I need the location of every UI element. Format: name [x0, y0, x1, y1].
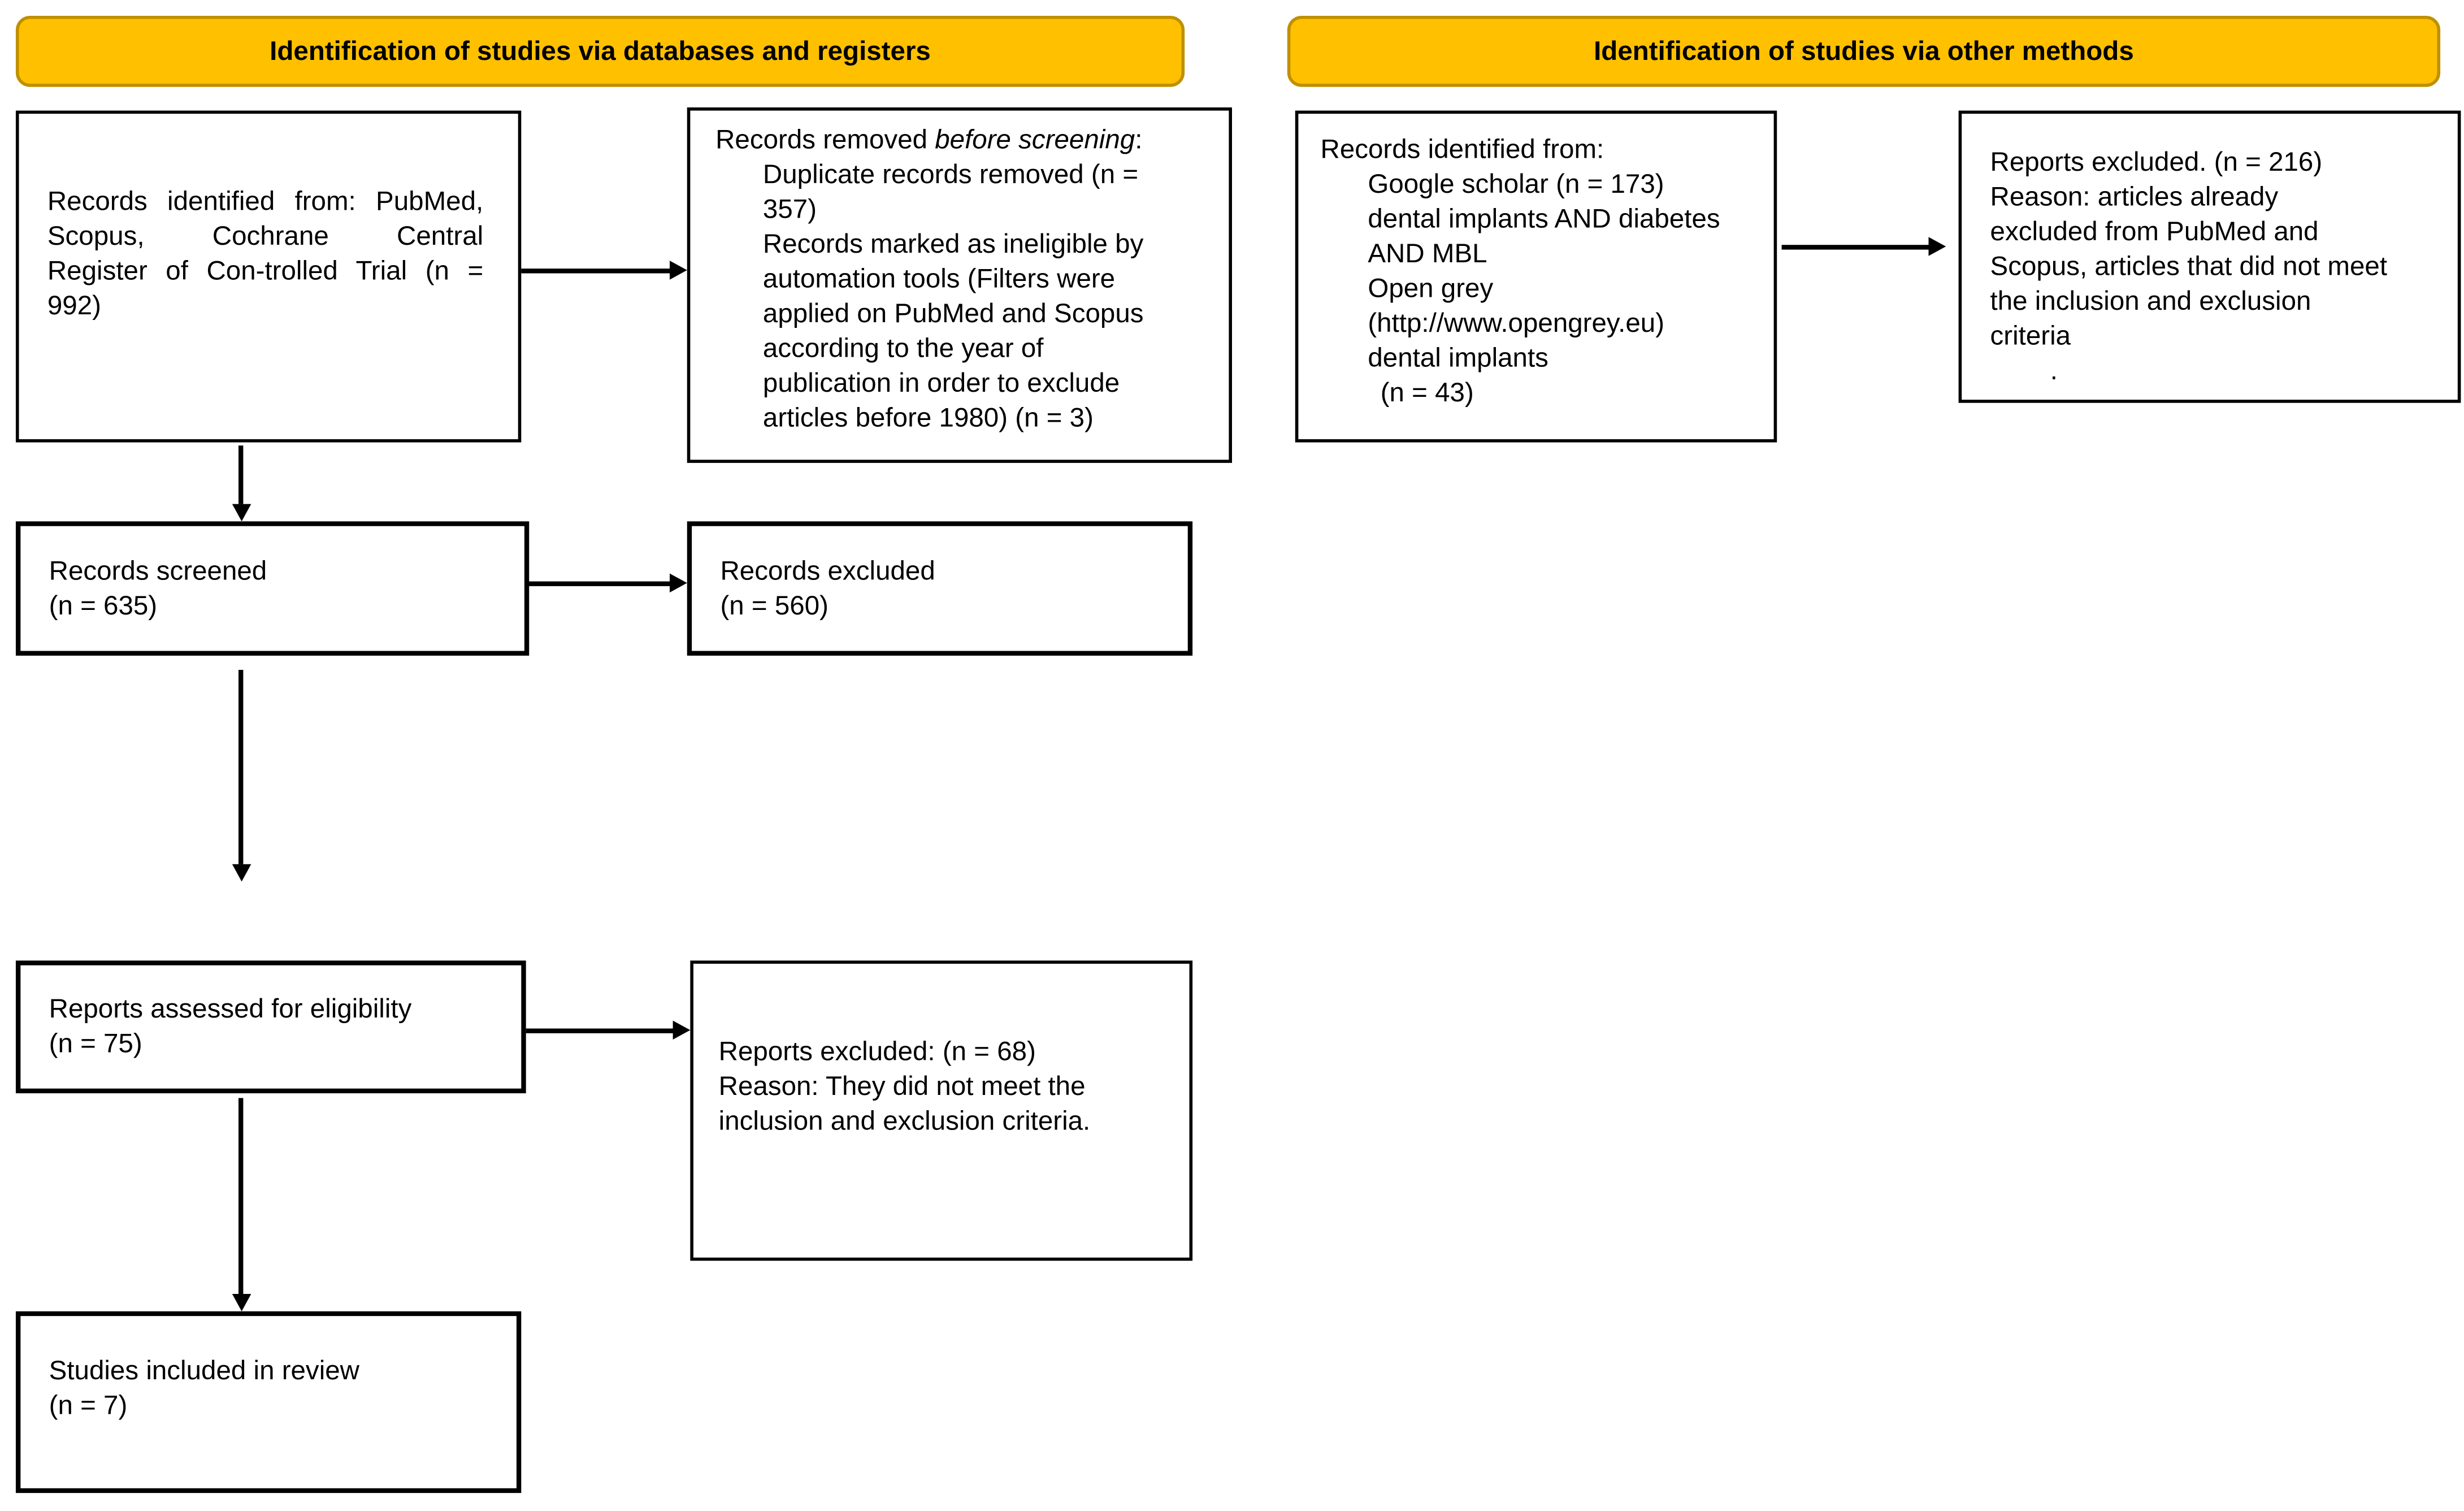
arrow-screened-to-excluded-line: [526, 581, 675, 586]
text-line: Records identified from:: [1320, 134, 1604, 164]
text-line: Records screened: [49, 555, 267, 586]
text-line: Register of Con-trolled Trial (n =: [47, 256, 484, 286]
arrow-assessed-to-excluded68-head-icon: [673, 1020, 691, 1040]
arrow-assessed-to-included-head-icon: [232, 1293, 251, 1311]
text-line: Google scholar (n = 173): [1368, 169, 1664, 200]
arrow-identified-to-screened-head-icon: [232, 504, 251, 522]
text-line: criteria: [1990, 321, 2071, 351]
banner-identification-other-methods: Identification of studies via other meth…: [1287, 15, 2441, 87]
text-line: (n = 635): [49, 590, 158, 620]
text-line: (n = 43): [1380, 377, 1474, 408]
arrow-screened-to-assessed-line: [238, 670, 243, 864]
text-line: Records identified from: PubMed,: [47, 186, 484, 217]
text-line: Records removed before screening:: [715, 124, 1143, 155]
box-studies-included-review: Studies included in review (n = 7): [15, 1311, 522, 1493]
box-records-identified-databases: Records identified from: PubMed, Scopus, …: [15, 110, 522, 443]
text-line: inclusion and exclusion criteria.: [718, 1106, 1091, 1136]
text-line: dental implants AND diabetes: [1368, 204, 1720, 234]
text-line: .: [2050, 355, 2058, 386]
arrow-identified-to-screened-line: [238, 445, 243, 504]
text-line: 357): [762, 194, 817, 224]
arrow-identified-to-removed-head-icon: [670, 261, 687, 280]
arrow-identified-to-removed-line: [521, 269, 675, 273]
text-line: the inclusion and exclusion: [1990, 285, 2311, 316]
box-reports-excluded-68: Reports excluded: (n = 68) Reason: They d…: [690, 960, 1193, 1261]
arrow-screened-to-excluded-head-icon: [670, 573, 687, 593]
text-line: applied on PubMed and Scopus: [762, 298, 1144, 329]
text-line: articles before 1980) (n = 3): [762, 402, 1094, 433]
box-records-identified-other-methods: Records identified from: Google scholar (…: [1295, 110, 1777, 443]
box-records-screened: Records screened (n = 635): [15, 521, 530, 656]
text-line: Reports excluded: (n = 68): [718, 1036, 1036, 1067]
text-line: automation tools (Filters were: [762, 263, 1116, 294]
text-line: (http://www.opengrey.eu): [1368, 308, 1665, 339]
banner-identification-databases: Identification of studies via databases …: [15, 15, 1185, 87]
text-line: Studies included in review: [49, 1355, 360, 1386]
box-records-excluded: Records excluded (n = 560): [687, 521, 1193, 656]
arrow-assessed-to-included-line: [238, 1098, 243, 1294]
text-line: Records excluded: [720, 555, 935, 586]
box-reports-assessed-eligibility: Reports assessed for eligibility (n = 75): [15, 960, 526, 1094]
text-line: excluded from PubMed and: [1990, 216, 2319, 246]
text-line: (n = 560): [720, 590, 828, 620]
text-line: Reports excluded. (n = 216): [1990, 146, 2323, 177]
text-line: Reason: They did not meet the: [718, 1071, 1086, 1102]
box-reports-excluded-216: Reports excluded. (n = 216) Reason: artic…: [1958, 110, 2461, 403]
text-line: according to the year of: [762, 333, 1044, 363]
text-line: Scopus, articles that did not meet: [1990, 251, 2388, 282]
text-line: Reason: articles already: [1990, 181, 2279, 212]
text-line: Scopus, Cochrane Central: [47, 221, 484, 252]
text-line: AND MBL: [1368, 239, 1487, 269]
text-line: (n = 75): [49, 1028, 142, 1059]
text-line: 992): [47, 291, 101, 321]
text-line: dental implants: [1368, 343, 1548, 373]
text-line: Records marked as ineligible by: [762, 229, 1144, 259]
text-line: (n = 7): [49, 1390, 128, 1421]
text-line: Open grey: [1368, 273, 1494, 304]
arrow-other-to-excluded216-line: [1781, 245, 1933, 249]
text-line: Reports assessed for eligibility: [49, 993, 412, 1024]
arrow-assessed-to-excluded68-line: [526, 1028, 678, 1033]
text-line: publication in order to exclude: [762, 368, 1120, 399]
arrow-screened-to-assessed-head-icon: [232, 864, 251, 882]
arrow-other-to-excluded216-head-icon: [1928, 237, 1946, 256]
text-line: Duplicate records removed (n =: [762, 159, 1139, 190]
box-records-removed-before-screening: Records removed before screening: Duplica…: [687, 107, 1232, 463]
